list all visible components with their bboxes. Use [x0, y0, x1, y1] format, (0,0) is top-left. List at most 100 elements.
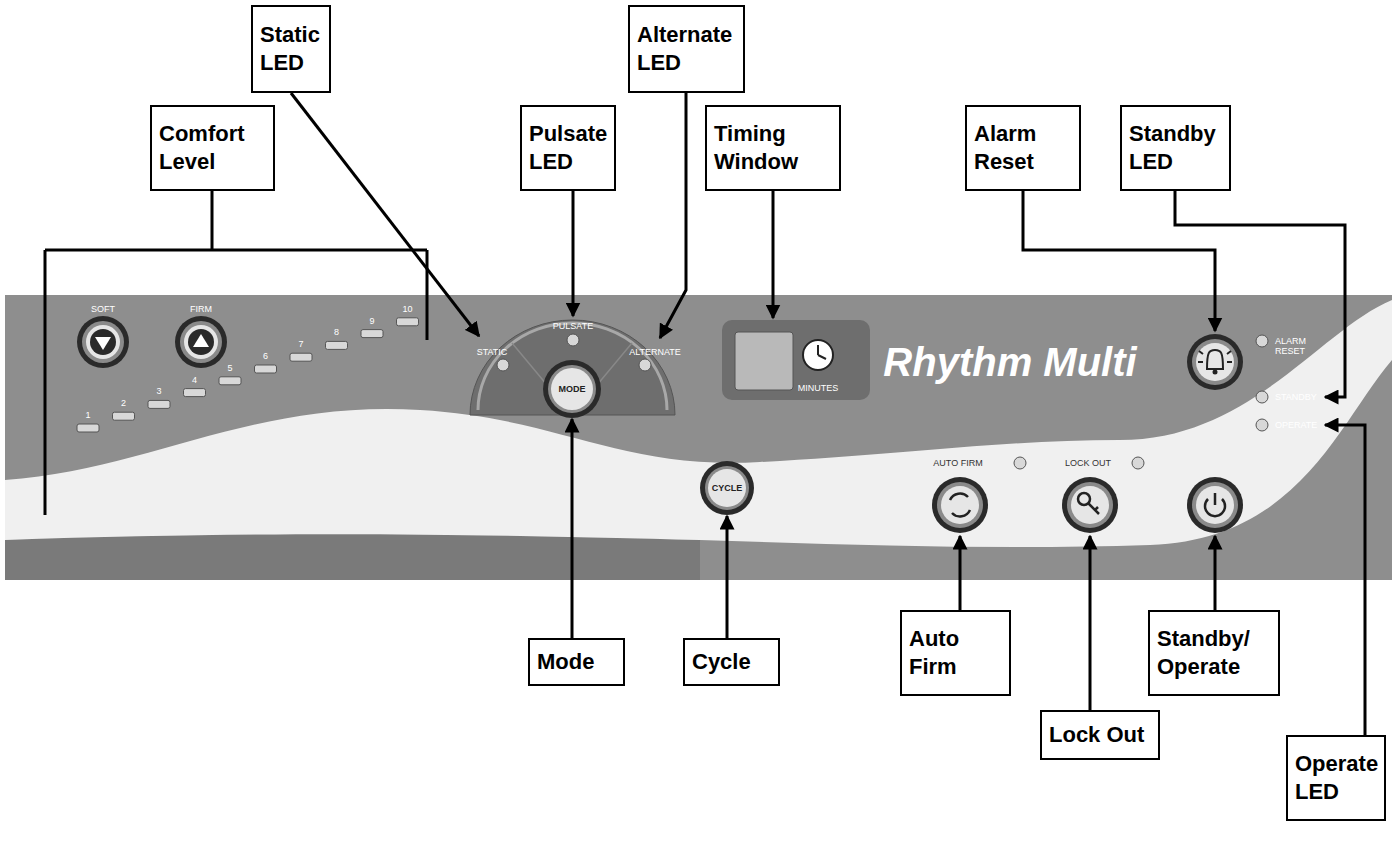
button-ring — [705, 466, 749, 510]
button-ring — [175, 316, 227, 368]
indicator-led — [497, 359, 509, 371]
comfort-number: 9 — [369, 316, 374, 326]
callout-box: Comfort Level — [150, 105, 275, 191]
button-ring — [1187, 334, 1243, 390]
button-ring — [548, 365, 596, 413]
panel-face — [5, 295, 1392, 580]
callout-box: Alternate LED — [628, 5, 745, 93]
callout-label: Alternate LED — [637, 21, 736, 77]
indicator-led — [1256, 391, 1268, 403]
callout-box: Operate LED — [1286, 735, 1386, 821]
button-ring — [937, 482, 983, 528]
callout-label: Lock Out — [1049, 721, 1151, 749]
button-face — [1071, 486, 1109, 524]
callout-box: Standby/ Operate — [1148, 610, 1280, 696]
button-caption: SOFT — [91, 304, 115, 314]
callout-label: Cycle — [692, 648, 771, 676]
clock-hands — [818, 345, 826, 359]
led-caption: AUTO FIRM — [933, 458, 982, 468]
button-label: MODE — [559, 384, 586, 394]
callout-label: Mode — [537, 648, 616, 676]
button-face — [551, 368, 593, 410]
comfort-number: 7 — [298, 339, 303, 349]
panel-shade — [5, 534, 700, 580]
callout-box: Lock Out — [1040, 710, 1160, 760]
callout-label: Operate LED — [1295, 750, 1377, 806]
led-caption: OPERATE — [1275, 420, 1317, 430]
comfort-number: 10 — [402, 304, 412, 314]
indicator-led — [639, 359, 651, 371]
timer-caption: MINUTES — [798, 383, 839, 393]
button-face — [708, 469, 746, 507]
comfort-led — [397, 318, 419, 326]
comfort-led — [290, 353, 312, 361]
comfort-led — [326, 341, 348, 349]
indicator-led — [1256, 419, 1268, 431]
comfort-led — [184, 389, 206, 397]
bell-icon — [1198, 350, 1232, 369]
callout-box: Cycle — [683, 638, 780, 686]
comfort-led — [148, 400, 170, 408]
power-icon — [1205, 493, 1225, 516]
comfort-number: 8 — [334, 327, 339, 337]
panel-button: MODE — [543, 360, 601, 418]
callout-box: Timing Window — [705, 105, 841, 191]
button-face — [1196, 486, 1234, 524]
panel-button: CYCLE — [700, 461, 754, 515]
comfort-number: 4 — [192, 375, 197, 385]
cycle-arrows-icon — [950, 494, 970, 517]
brand-name: Rhythm Multi — [883, 339, 1136, 385]
comfort-number: 5 — [227, 363, 232, 373]
comfort-number: 2 — [121, 398, 126, 408]
led-caption: LOCK OUT — [1065, 458, 1111, 468]
button-ring — [77, 316, 129, 368]
comfort-number: 3 — [156, 386, 161, 396]
comfort-number: 6 — [263, 351, 268, 361]
soft-arrow-icon — [95, 337, 111, 350]
led-caption: PULSATE — [553, 321, 593, 331]
button-ring — [932, 477, 988, 533]
timer-display — [735, 332, 793, 390]
button-ring — [1067, 482, 1113, 528]
button-face — [941, 486, 979, 524]
button-face — [86, 325, 120, 359]
mode-fan — [470, 320, 675, 415]
callout-label: Alarm Reset — [974, 120, 1072, 176]
led-caption: STATIC — [477, 347, 508, 357]
led-caption: ALARM RESET — [1275, 336, 1315, 356]
comfort-led — [361, 330, 383, 338]
callout-label: Standby LED — [1129, 120, 1222, 176]
button-ring — [1187, 477, 1243, 533]
callout-box: Pulsate LED — [520, 105, 616, 191]
callout-box: Standby LED — [1120, 105, 1231, 191]
button-ring — [700, 461, 754, 515]
callout-label: Timing Window — [714, 120, 832, 176]
button-icon — [90, 329, 116, 355]
indicator-led — [567, 334, 579, 346]
comfort-led — [113, 412, 135, 420]
button-icon — [188, 329, 214, 355]
callout-label: Auto Firm — [909, 625, 1002, 681]
callout-box: Auto Firm — [900, 610, 1011, 696]
button-face — [1196, 343, 1234, 381]
bell-clapper — [1213, 370, 1218, 375]
button-ring — [1192, 482, 1238, 528]
button-ring — [543, 360, 601, 418]
button-face — [184, 325, 218, 359]
callout-label: Pulsate LED — [529, 120, 607, 176]
comfort-led — [77, 424, 99, 432]
indicator-led — [1014, 457, 1026, 469]
led-caption: STANDBY — [1275, 392, 1317, 402]
callout-box: Static LED — [251, 5, 331, 93]
callout-box: Alarm Reset — [965, 105, 1081, 191]
button-label: CYCLE — [712, 483, 743, 493]
mode-fan-divider — [512, 343, 632, 415]
panel-wave — [5, 300, 1392, 547]
clock-icon — [803, 340, 833, 370]
comfort-led — [219, 377, 241, 385]
button-ring — [1062, 477, 1118, 533]
key-icon — [1088, 503, 1099, 514]
callout-label: Static LED — [260, 21, 322, 77]
callout-label: Comfort Level — [159, 120, 266, 176]
indicator-led — [1132, 457, 1144, 469]
